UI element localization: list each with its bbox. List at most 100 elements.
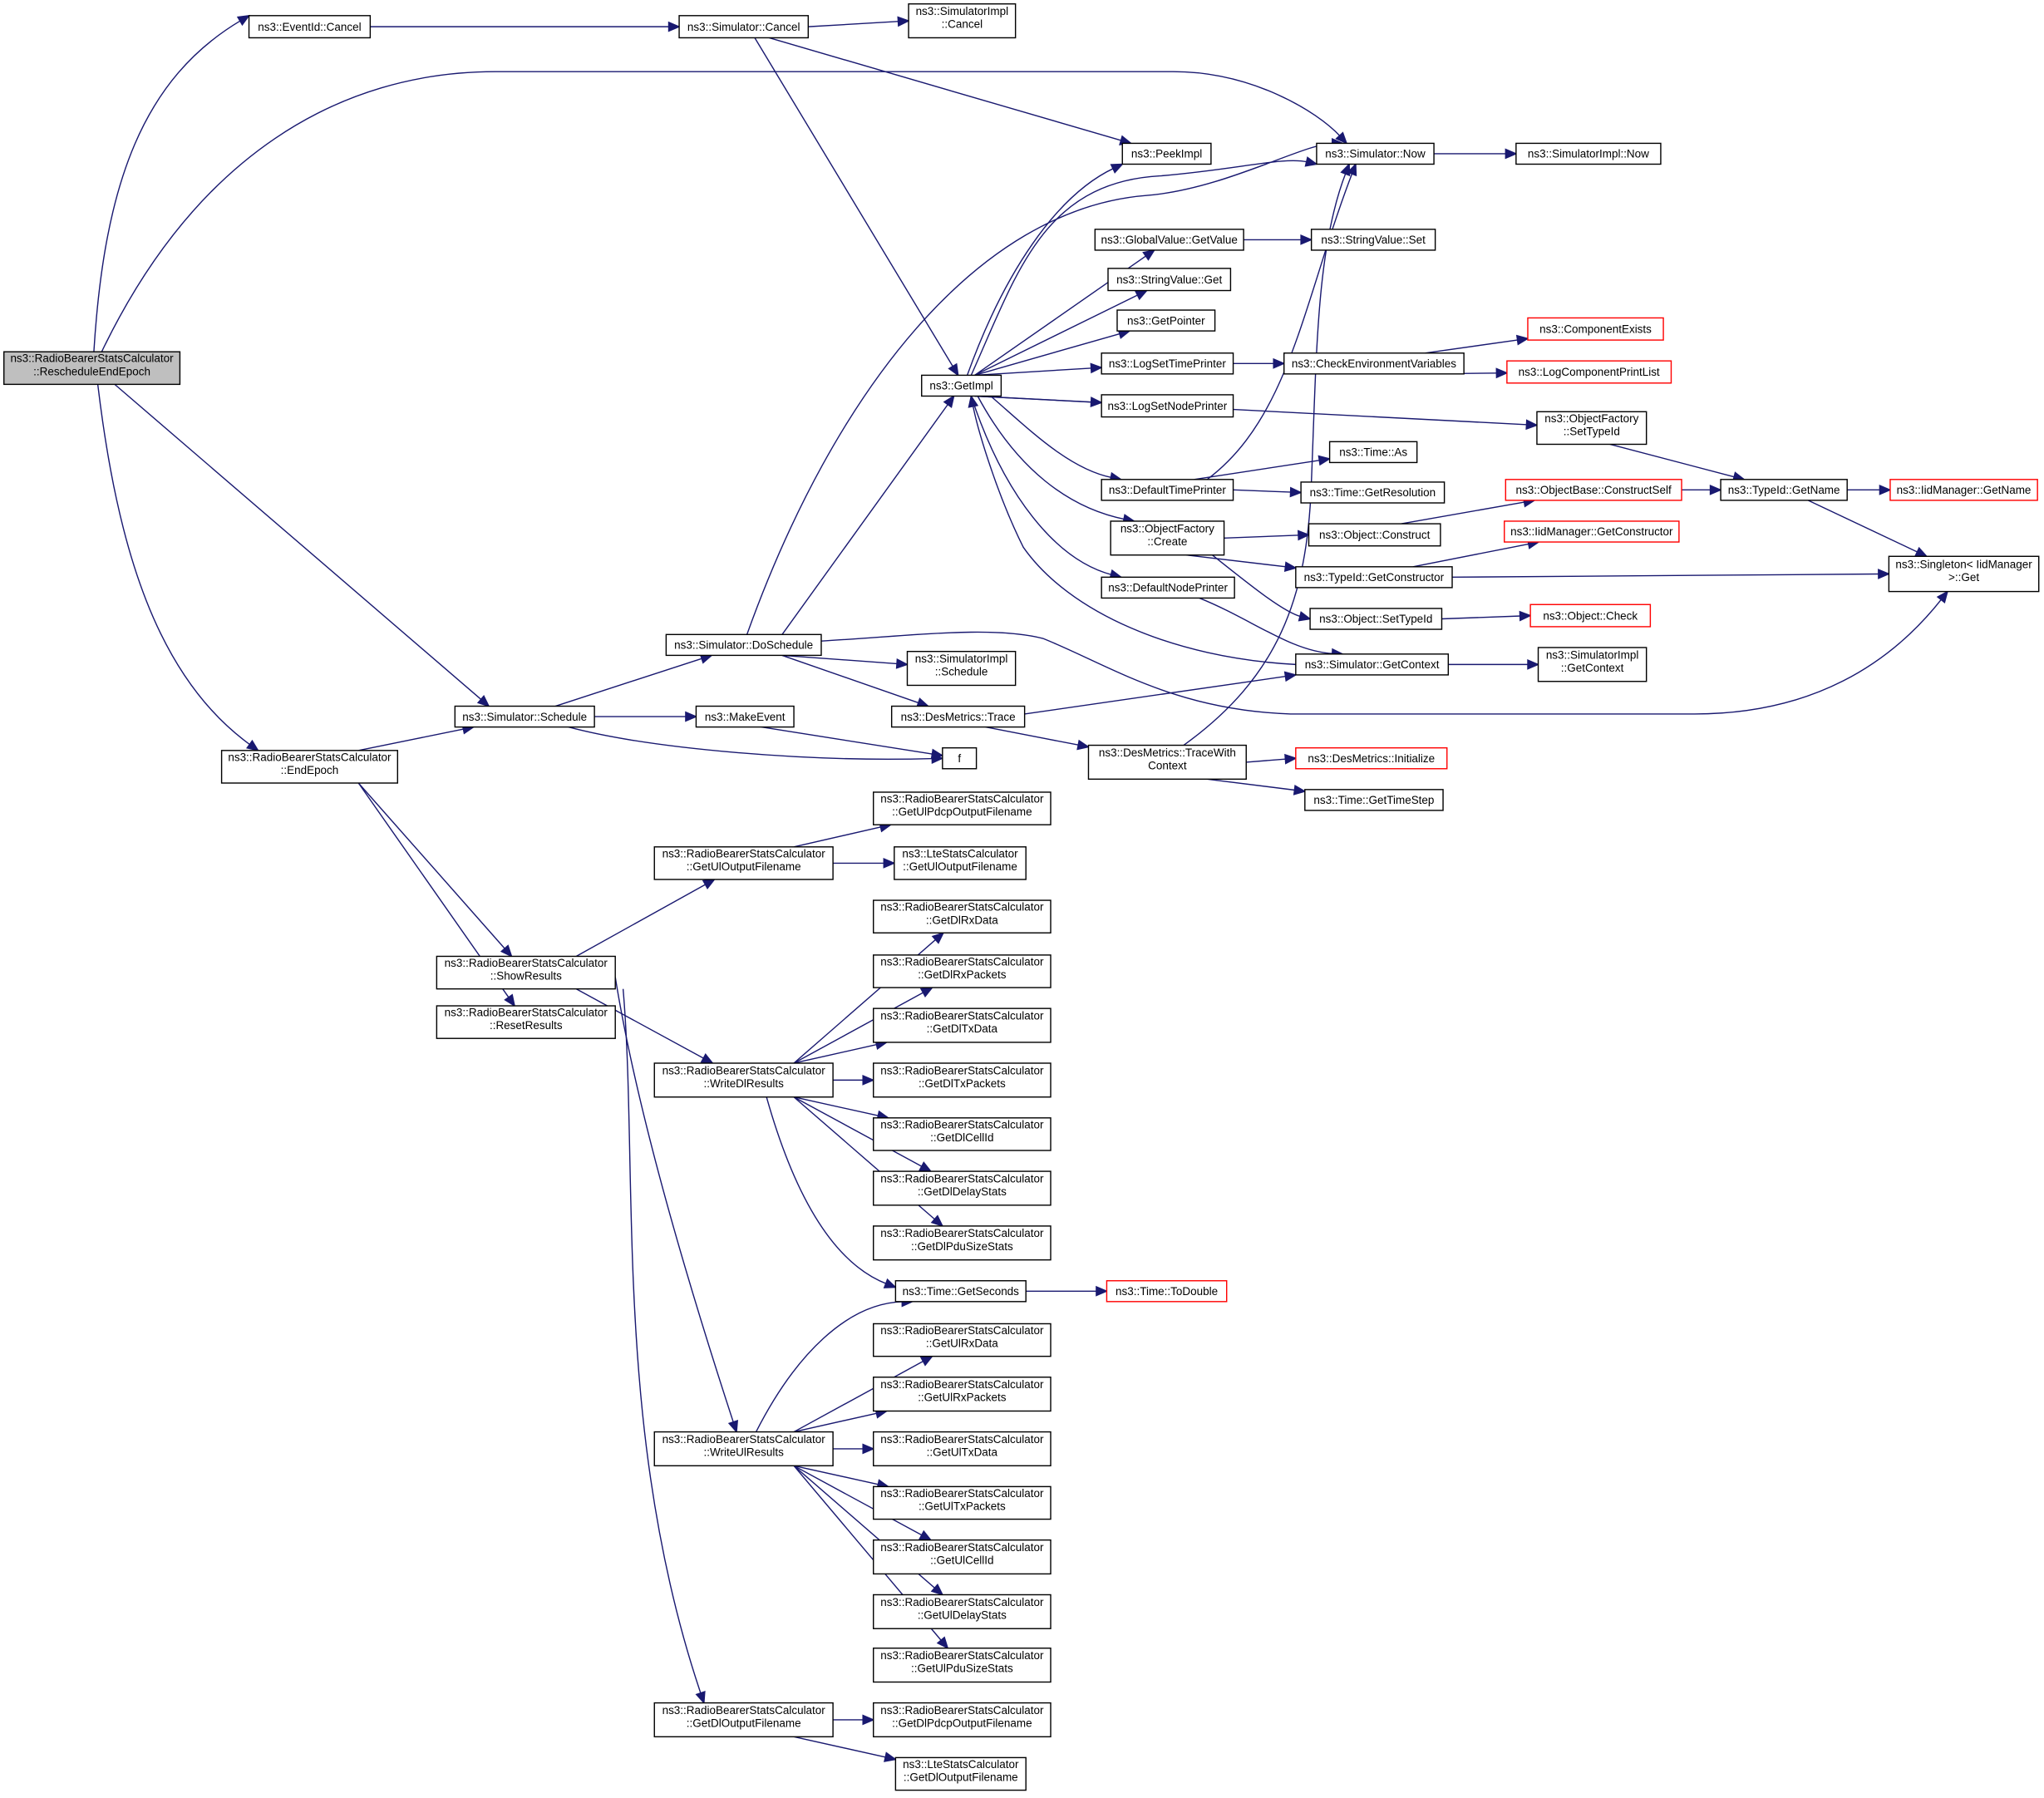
node-peekimpl[interactable]: ns3::PeekImpl — [1121, 142, 1212, 165]
node-box — [2, 351, 181, 386]
node-logsetnodeprinter[interactable]: ns3::LogSetNodePrinter — [1101, 394, 1234, 418]
node-box — [873, 1062, 1052, 1098]
node-writedlresults[interactable]: ns3::RadioBearerStatsCalculator::WriteDl… — [653, 1062, 834, 1098]
node-label: ::GetUlOutputFilename — [687, 860, 801, 873]
node-lte-getuloutputfilename[interactable]: ns3::LteStatsCalculator::GetUlOutputFile… — [894, 846, 1027, 880]
node-time-as[interactable]: ns3::Time::As — [1328, 441, 1418, 464]
node-getulrxdata[interactable]: ns3::RadioBearerStatsCalculator::GetUlRx… — [873, 1323, 1052, 1357]
node-time-todouble[interactable]: ns3::Time::ToDouble — [1106, 1280, 1228, 1303]
node-typeid-getname[interactable]: ns3::TypeId::GetName — [1720, 479, 1848, 501]
edge-of_settypeid-to-typeid_getname — [1609, 443, 1746, 482]
node-defaultnodeprinter[interactable]: ns3::DefaultNodePrinter — [1101, 576, 1235, 599]
edge-rbsc_getdloutputfilename-to-getdlpdcpoutputfilename — [833, 1714, 875, 1726]
node-object-settypeid[interactable]: ns3::Object::SetTypeId — [1309, 608, 1443, 630]
arrowhead-icon — [919, 1530, 933, 1541]
node-simimpl-now[interactable]: ns3::SimulatorImpl::Now — [1515, 142, 1662, 165]
node-box — [873, 1594, 1052, 1629]
edge-sim_schedule-to-sim_doschedule — [554, 653, 713, 707]
node-getdldelaystats[interactable]: ns3::RadioBearerStatsCalculator::GetDlDe… — [873, 1170, 1052, 1206]
node-time-gettimestep[interactable]: ns3::Time::GetTimeStep — [1304, 789, 1444, 811]
edge-line — [793, 1096, 880, 1117]
node-defaulttimeprinter[interactable]: ns3::DefaultTimePrinter — [1101, 479, 1234, 501]
node-componentexists[interactable]: ns3::ComponentExists — [1527, 317, 1664, 341]
edge-line — [614, 977, 735, 1424]
node-desmetrics-initialize[interactable]: ns3::DesMetrics::Initialize — [1295, 746, 1448, 770]
node-simimpl-cancel[interactable]: ns3::SimulatorImpl::Cancel — [908, 2, 1017, 39]
node-ob-constructself[interactable]: ns3::ObjectBase::ConstructSelf — [1505, 479, 1682, 501]
node-box — [1537, 647, 1648, 682]
node-getdltxdata[interactable]: ns3::RadioBearerStatsCalculator::GetDlTx… — [873, 1007, 1052, 1043]
node-box — [1515, 142, 1662, 165]
node-endepoch[interactable]: ns3::RadioBearerStatsCalculator::EndEpoc… — [220, 750, 399, 784]
node-lte-getdloutputfilename[interactable]: ns3::LteStatsCalculator::GetDlOutputFile… — [894, 1756, 1027, 1791]
node-sv-set[interactable]: ns3::StringValue::Set — [1310, 229, 1436, 251]
node-sv-get[interactable]: ns3::StringValue::Get — [1107, 268, 1232, 292]
node-getulpdusizestats[interactable]: ns3::RadioBearerStatsCalculator::GetUlPd… — [873, 1648, 1052, 1683]
node-getpointer[interactable]: ns3::GetPointer — [1116, 309, 1216, 332]
node-checkenv[interactable]: ns3::CheckEnvironmentVariables — [1283, 352, 1465, 375]
edge-line — [114, 383, 483, 701]
node-sim-schedule[interactable]: ns3::Simulator::Schedule — [454, 705, 595, 728]
node-label: ns3::StringValue::Get — [1116, 273, 1222, 286]
node-getulrxpackets[interactable]: ns3::RadioBearerStatsCalculator::GetUlRx… — [873, 1377, 1052, 1412]
node-sim-doschedule[interactable]: ns3::Simulator::DoSchedule — [665, 633, 822, 657]
node-getulpdcpoutputfilename[interactable]: ns3::RadioBearerStatsCalculator::GetUlPd… — [873, 791, 1052, 825]
edge-writedlresults-to-getdlpdusizestats — [793, 1096, 944, 1228]
node-rbsc-getdloutputfilename[interactable]: ns3::RadioBearerStatsCalculator::GetDlOu… — [653, 1702, 834, 1738]
node-gv-getvalue[interactable]: ns3::GlobalValue::GetValue — [1094, 229, 1244, 251]
node-eventid-cancel[interactable]: ns3::EventId::Cancel — [248, 15, 372, 39]
node-label: ::Create — [1147, 535, 1187, 548]
node-label: f — [958, 752, 961, 765]
node-of-settypeid[interactable]: ns3::ObjectFactory::SetTypeId — [1536, 411, 1648, 446]
edge-line — [974, 333, 1121, 377]
node-getdlpdcpoutputfilename[interactable]: ns3::RadioBearerStatsCalculator::GetDlPd… — [873, 1702, 1052, 1738]
node-object-construct[interactable]: ns3::Object::Construct — [1308, 523, 1441, 547]
arrowhead-icon — [1142, 249, 1156, 261]
node-getdlcellid[interactable]: ns3::RadioBearerStatsCalculator::GetDlCe… — [873, 1117, 1052, 1151]
arrowhead-icon — [236, 14, 251, 27]
node-label: ns3::ComponentExists — [1539, 323, 1652, 335]
node-iid-getconstructor[interactable]: ns3::IidManager::GetConstructor — [1504, 520, 1680, 543]
node-sim-cancel[interactable]: ns3::Simulator::Cancel — [678, 15, 810, 39]
node-sim-now[interactable]: ns3::Simulator::Now — [1316, 142, 1435, 165]
node-rbsc-getuloutputfilename[interactable]: ns3::RadioBearerStatsCalculator::GetUlOu… — [653, 846, 834, 880]
node-writeulresults[interactable]: ns3::RadioBearerStatsCalculator::WriteUl… — [653, 1431, 834, 1467]
node-getultxpackets[interactable]: ns3::RadioBearerStatsCalculator::GetUlTx… — [873, 1485, 1052, 1520]
node-f[interactable]: f — [942, 746, 978, 770]
node-getuldelaystats[interactable]: ns3::RadioBearerStatsCalculator::GetUlDe… — [873, 1594, 1052, 1629]
arrowhead-icon — [1318, 455, 1332, 466]
arrowhead-icon — [930, 1214, 944, 1228]
node-getdlpdusizestats[interactable]: ns3::RadioBearerStatsCalculator::GetDlPd… — [873, 1225, 1052, 1261]
node-getulcellid[interactable]: ns3::RadioBearerStatsCalculator::GetUlCe… — [873, 1539, 1052, 1575]
node-typeid-getconstructor[interactable]: ns3::TypeId::GetConstructor — [1295, 566, 1453, 589]
node-label: ns3::RadioBearerStatsCalculator — [880, 1227, 1044, 1239]
node-getdlrxdata[interactable]: ns3::RadioBearerStatsCalculator::GetDlRx… — [873, 899, 1052, 933]
node-label: ns3::Object::SetTypeId — [1319, 613, 1432, 625]
node-label: ns3::Simulator::GetContext — [1305, 658, 1440, 671]
node-getultxdata[interactable]: ns3::RadioBearerStatsCalculator::GetUlTx… — [873, 1431, 1052, 1467]
node-desmetrics-trace[interactable]: ns3::DesMetrics::Trace — [890, 705, 1026, 728]
node-makeevent[interactable]: ns3::MakeEvent — [695, 705, 795, 728]
node-logcomponentprintlist[interactable]: ns3::LogComponentPrintList — [1506, 360, 1672, 384]
node-object-check[interactable]: ns3::Object::Check — [1529, 603, 1652, 628]
node-resetresults[interactable]: ns3::RadioBearerStatsCalculator::ResetRe… — [436, 1005, 616, 1039]
node-simimpl-getcontext[interactable]: ns3::SimulatorImpl::GetContext — [1537, 647, 1648, 682]
node-showresults[interactable]: ns3::RadioBearerStatsCalculator::ShowRes… — [436, 955, 616, 990]
node-of-create[interactable]: ns3::ObjectFactory::Create — [1110, 520, 1225, 556]
node-time-getseconds[interactable]: ns3::Time::GetSeconds — [894, 1280, 1027, 1303]
node-label: ns3::RadioBearerStatsCalculator — [662, 1704, 826, 1717]
node-singleton-get[interactable]: ns3::Singleton< IidManager>::Get — [1888, 555, 2040, 593]
edge-line — [1207, 778, 1297, 791]
node-simimpl-schedule[interactable]: ns3::SimulatorImpl::Schedule — [906, 650, 1017, 687]
node-sim-getcontext[interactable]: ns3::Simulator::GetContext — [1295, 653, 1450, 676]
node-time-getresolution[interactable]: ns3::Time::GetResolution — [1300, 481, 1446, 504]
node-getdltxpackets[interactable]: ns3::RadioBearerStatsCalculator::GetDlTx… — [873, 1062, 1052, 1098]
node-box — [1308, 523, 1441, 547]
node-logsettimeprinter[interactable]: ns3::LogSetTimePrinter — [1101, 352, 1234, 375]
node-getdlrxpackets[interactable]: ns3::RadioBearerStatsCalculator::GetDlRx… — [873, 954, 1052, 988]
node-getimpl[interactable]: ns3::GetImpl — [921, 374, 1002, 397]
node-label: ::GetUlTxPackets — [919, 1500, 1006, 1513]
node-iid-getname[interactable]: ns3::IidManager::GetName — [1889, 479, 2038, 501]
